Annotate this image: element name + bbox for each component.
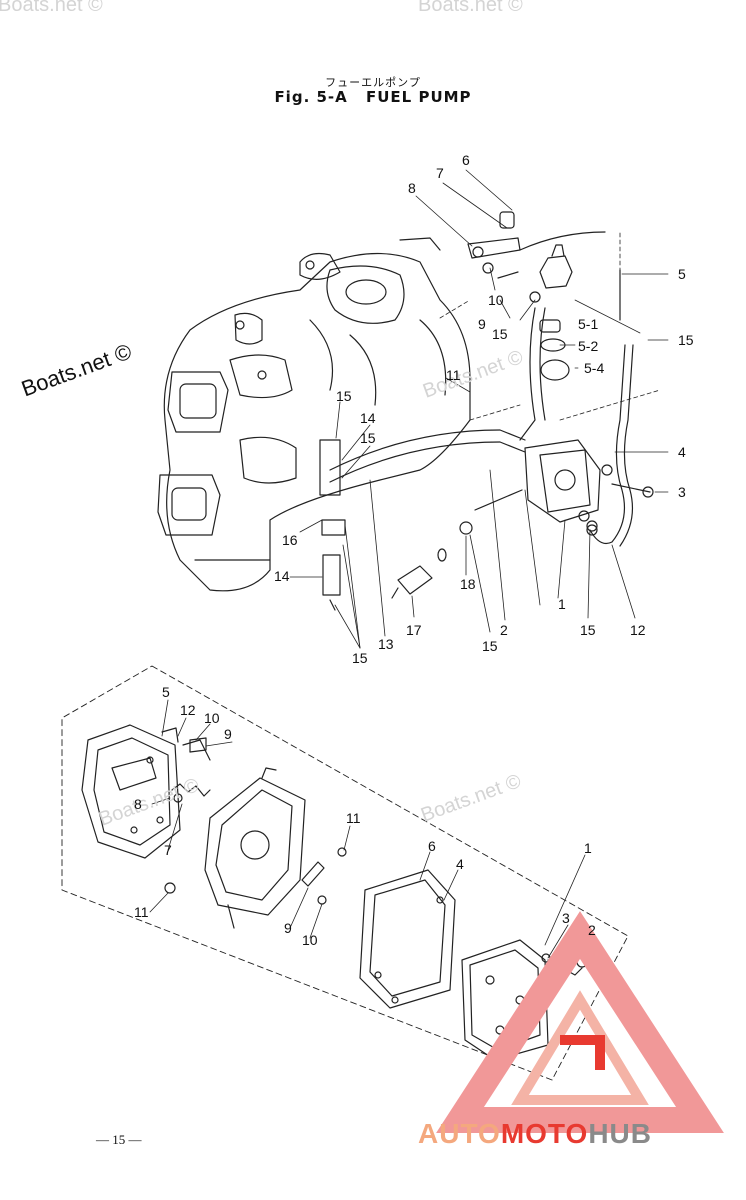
automotohub-logo-mark	[436, 911, 724, 1133]
logo-word-hub: HUB	[588, 1118, 652, 1149]
japanese-title: フューエルポンプ	[325, 76, 421, 89]
callout-label: 10	[302, 932, 318, 948]
callout-label: 9	[478, 316, 486, 332]
engine-block-drawing	[157, 237, 471, 592]
callout-label: 2	[588, 922, 596, 938]
callout-label: 8	[408, 180, 416, 196]
callout-label: 15	[678, 332, 694, 348]
callout-label: 5-2	[578, 338, 599, 354]
callout-label: 9	[284, 920, 292, 936]
callout-label: 5-4	[584, 360, 605, 376]
callout-label: 7	[436, 165, 444, 181]
callout-label: 2	[500, 622, 508, 638]
callout-label: 11	[134, 904, 149, 920]
leader-lines-lower	[149, 699, 595, 961]
callout-label: 7	[164, 842, 172, 858]
callout-label: 4	[678, 444, 686, 460]
callout-label: 9	[224, 726, 232, 742]
callout-label: 16	[282, 532, 298, 548]
callout-label: 4	[456, 856, 464, 872]
callout-label: 5-1	[578, 316, 599, 332]
callout-label: 12	[630, 622, 646, 638]
callout-label: 17	[406, 622, 422, 638]
automotohub-logo-text: AUTOMOTOHUB	[418, 1118, 652, 1150]
callout-label: 14	[360, 410, 376, 426]
callout-label: 11	[346, 810, 361, 826]
watermark-top-left: Boats.net ©	[0, 0, 103, 16]
callout-label: 15	[482, 638, 498, 654]
callout-label: 15	[580, 622, 596, 638]
fuel-pump-assembly-upper	[319, 211, 654, 611]
callout-label: 6	[428, 838, 436, 854]
callout-label: 8	[134, 796, 142, 812]
fuel-pump-exploded-lower	[81, 724, 588, 1061]
leader-lines-upper	[289, 169, 669, 649]
callout-label: 10	[488, 292, 504, 308]
callout-label: 1	[558, 596, 566, 612]
callout-label: 15	[352, 650, 368, 666]
callout-label: 14	[274, 568, 290, 584]
callout-label: 15	[360, 430, 376, 446]
logo-word-moto: MOTO	[500, 1118, 589, 1149]
figure-name: FUEL PUMP	[366, 88, 472, 106]
callout-label: 15	[492, 326, 508, 342]
callout-label: 3	[562, 910, 570, 926]
page-number: — 15 —	[96, 1132, 142, 1147]
figure-label: Fig. 5-A	[274, 88, 348, 106]
callout-label: 18	[460, 576, 476, 592]
callout-label: 13	[378, 636, 394, 652]
watermark-top-right: Boats.net ©	[418, 0, 523, 16]
figure-title: Fig. 5-A FUEL PUMP	[0, 88, 746, 106]
callout-label: 15	[336, 388, 352, 404]
logo-word-auto: AUTO	[418, 1118, 501, 1149]
exploded-view-frame	[61, 665, 629, 1081]
callout-label: 10	[204, 710, 220, 726]
callout-label: 11	[446, 367, 461, 383]
callout-label: 1	[584, 840, 592, 856]
callout-label: 6	[462, 152, 470, 168]
callout-label: 3	[678, 484, 686, 500]
callout-label: 12	[180, 702, 196, 718]
callout-label: 5	[162, 684, 170, 700]
callout-label: 5	[678, 266, 686, 282]
